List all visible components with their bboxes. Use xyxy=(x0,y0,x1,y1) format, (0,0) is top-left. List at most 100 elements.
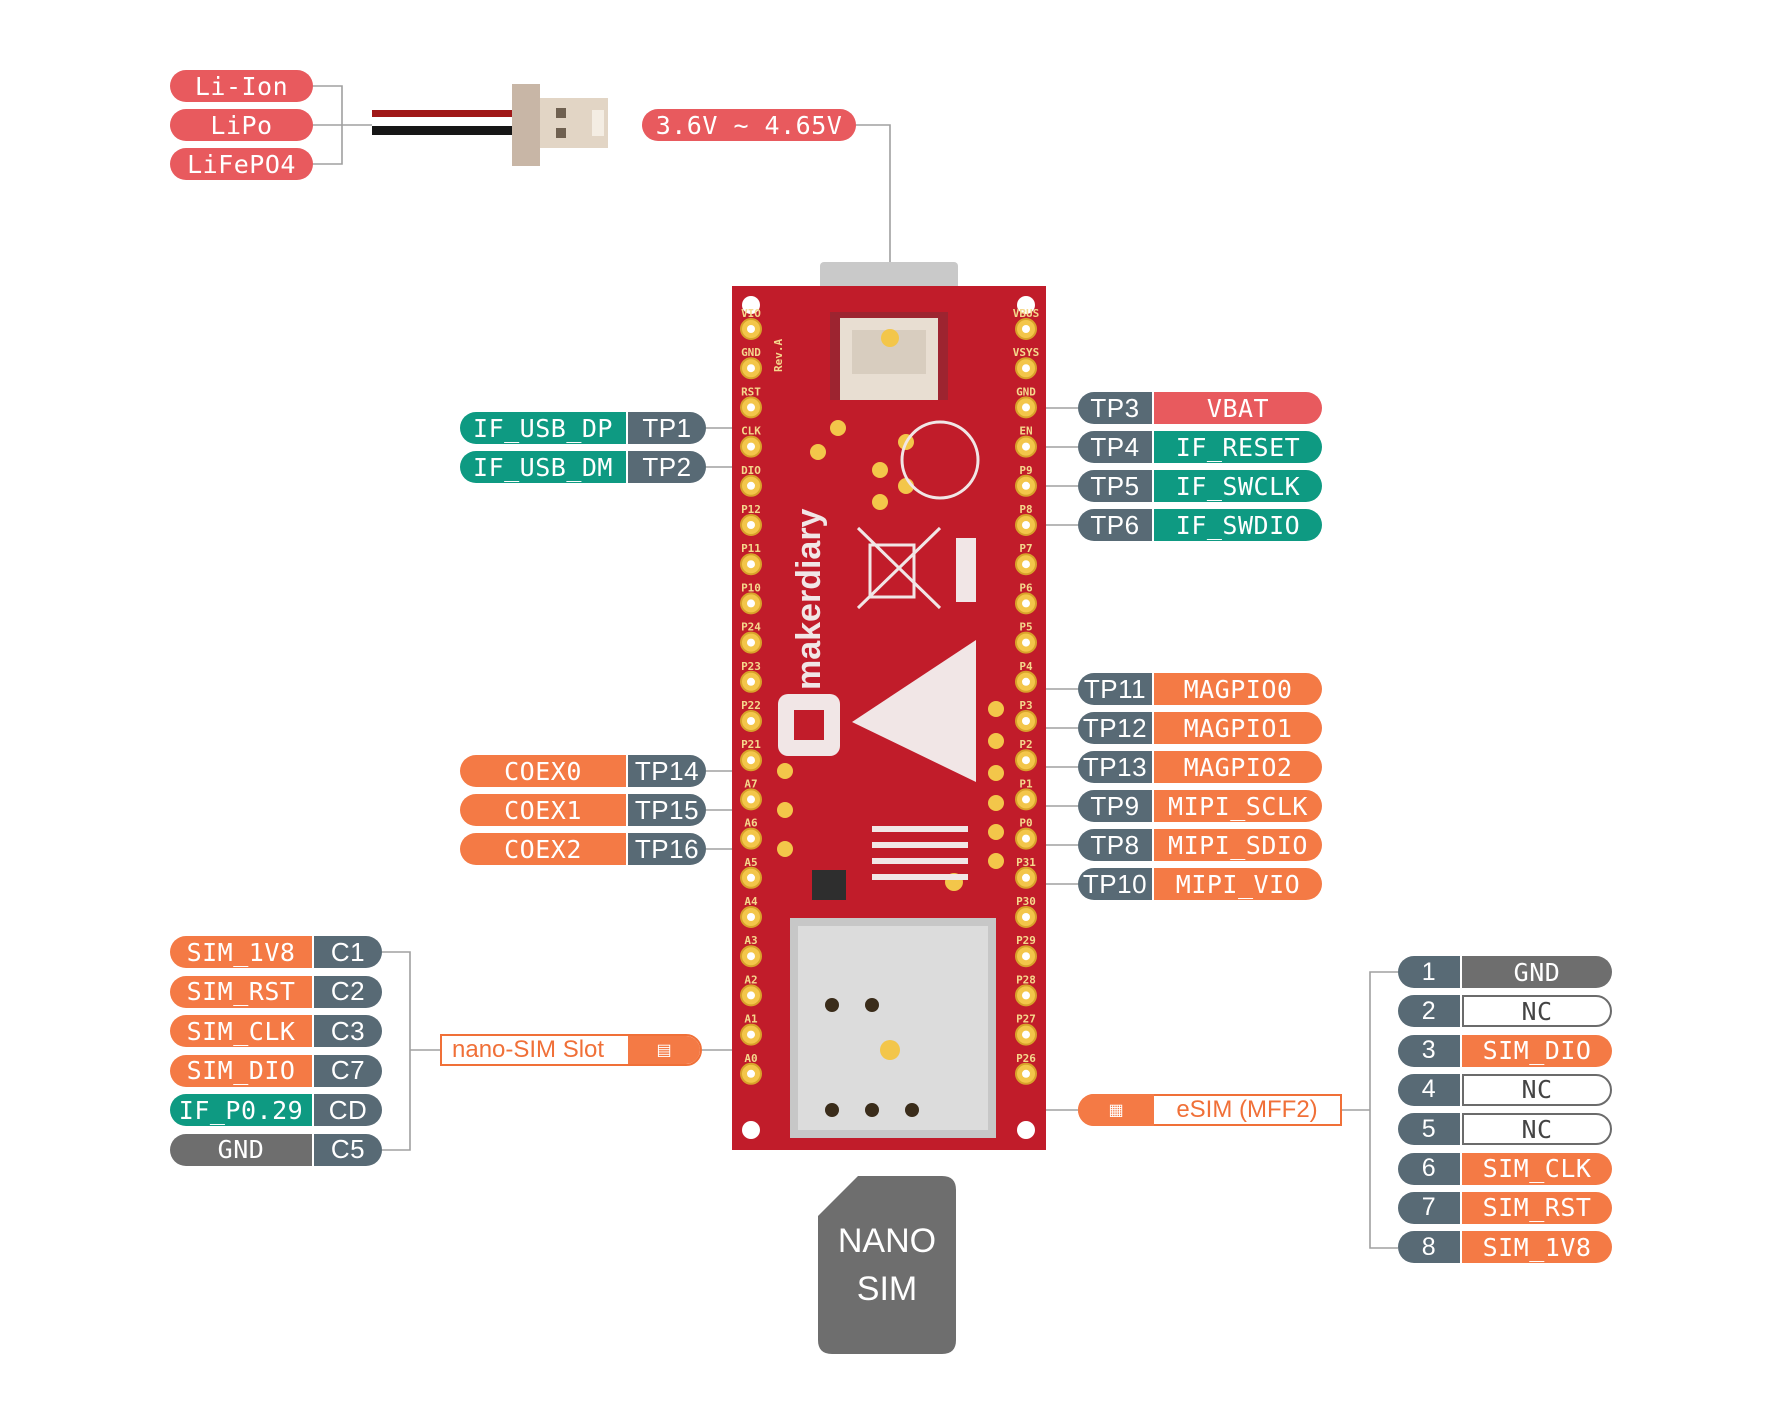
esim-pin-number: 7 xyxy=(1398,1191,1460,1224)
esim-pin-number: 1 xyxy=(1398,956,1460,988)
header-pad-hole xyxy=(747,756,755,765)
header-pad-hole xyxy=(747,325,755,333)
test-point-id: TP6 xyxy=(1078,509,1152,541)
header-pin-label: A5 xyxy=(744,856,757,869)
header-pad-hole xyxy=(747,795,755,804)
test-point-label: MAGPIO1 xyxy=(1154,712,1322,744)
sim-pin-id: C7 xyxy=(314,1054,382,1087)
header-pin-label: DIO xyxy=(741,464,761,477)
sim-pin-label: GND xyxy=(170,1133,312,1166)
header-pin-label: P10 xyxy=(741,581,761,594)
header-pin-label: VSYS xyxy=(1013,346,1040,359)
header-pin-label: P8 xyxy=(1019,503,1032,516)
header-pin-label: A0 xyxy=(744,1052,757,1065)
test-point-id: TP16 xyxy=(628,833,706,865)
header-pad-hole xyxy=(1022,325,1030,333)
header-pin-label: P3 xyxy=(1019,699,1032,712)
header-pad-hole xyxy=(747,560,755,569)
test-point-label: COEX2 xyxy=(460,833,626,865)
header-pin-label: A3 xyxy=(744,934,757,947)
test-point-id: TP8 xyxy=(1078,829,1152,861)
header-pad-hole xyxy=(1022,560,1030,569)
sim-pin-label: SIM_RST xyxy=(170,975,312,1008)
esim-chip-icon: ▦ xyxy=(1078,1094,1154,1126)
header-pin-label: VBUS xyxy=(1013,307,1040,320)
header-pin-label: P26 xyxy=(1016,1052,1036,1065)
sim-pin-label: SIM_CLK xyxy=(170,1015,312,1047)
header-pin-label: P1 xyxy=(1019,777,1033,790)
esim-pin-label: NC xyxy=(1462,1113,1612,1146)
header-pad-hole xyxy=(1022,834,1030,843)
sim-pin-label: SIM_1V8 xyxy=(170,936,312,968)
header-pin-label: P28 xyxy=(1016,973,1036,986)
header-pin-label: P22 xyxy=(741,699,761,712)
esim-pin-label: SIM_CLK xyxy=(1462,1152,1612,1185)
test-point-id: TP3 xyxy=(1078,392,1152,424)
test-point-id: TP13 xyxy=(1078,751,1152,783)
header-pad-hole xyxy=(1022,795,1030,804)
battery-cable xyxy=(372,84,608,166)
header-pin-label: P24 xyxy=(741,621,761,634)
header-pin-label: P12 xyxy=(741,503,761,516)
test-point-id: TP10 xyxy=(1078,868,1152,900)
test-point-label: COEX1 xyxy=(460,794,626,826)
sim-card-line2: SIM xyxy=(857,1270,917,1308)
test-point-label: IF_USB_DP xyxy=(460,412,626,444)
header-pad-hole xyxy=(747,521,755,529)
header-pad-hole xyxy=(747,717,755,725)
esim-pin-label: GND xyxy=(1462,956,1612,988)
test-point-label: IF_RESET xyxy=(1154,431,1322,463)
header-pin-label: A1 xyxy=(744,1013,758,1026)
test-point-label: COEX0 xyxy=(460,755,626,787)
header-pin-label: P9 xyxy=(1019,464,1032,477)
header-pad-hole xyxy=(747,873,755,882)
esim-pin-number: 2 xyxy=(1398,995,1460,1028)
test-point-label: IF_USB_DM xyxy=(460,451,626,483)
nano-sim-slot-label: nano-SIM Slot xyxy=(452,1036,605,1063)
header-pad-hole xyxy=(747,952,755,961)
header-pad-hole xyxy=(747,403,755,412)
header-pad-hole xyxy=(1022,952,1030,961)
test-point-id: TP12 xyxy=(1078,712,1152,744)
header-pad-hole xyxy=(1022,521,1030,529)
header-pin-label: P23 xyxy=(741,660,761,673)
header-pad-hole xyxy=(1022,873,1030,882)
header-pad-hole xyxy=(1022,1069,1030,1078)
header-pad-hole xyxy=(1022,403,1030,412)
test-point-id: TP9 xyxy=(1078,790,1152,822)
battery-voltage-range: 3.6V ~ 4.65V xyxy=(642,109,856,141)
test-point-id: TP4 xyxy=(1078,431,1152,463)
sim-pin-id: C5 xyxy=(314,1133,382,1166)
header-pad-hole xyxy=(1022,481,1030,490)
test-point-id: TP1 xyxy=(628,412,706,444)
header-pad-hole xyxy=(747,1069,755,1078)
test-point-label: MAGPIO0 xyxy=(1154,673,1322,705)
test-point-id: TP5 xyxy=(1078,470,1152,502)
header-pad-hole xyxy=(1022,1030,1030,1039)
test-point-id: TP11 xyxy=(1078,673,1152,705)
esim-pin-label: NC xyxy=(1462,995,1612,1028)
header-pad-hole xyxy=(1022,717,1030,725)
board-revision: Rev.A xyxy=(772,339,785,372)
nano-sim-card: NANO SIM xyxy=(818,1176,956,1354)
header-pad-hole xyxy=(1022,364,1030,373)
header-pad-hole xyxy=(1022,756,1030,765)
header-pad-hole xyxy=(747,991,755,1000)
header-pin-label: EN xyxy=(1019,425,1032,438)
test-point-id: TP14 xyxy=(628,755,706,787)
test-point-label: MIPI_SCLK xyxy=(1154,790,1322,822)
esim-pin-number: 8 xyxy=(1398,1231,1460,1264)
header-pad-hole xyxy=(1022,638,1030,647)
test-point-label: IF_SWCLK xyxy=(1154,470,1322,502)
esim-pin-label: SIM_1V8 xyxy=(1462,1231,1612,1264)
header-pin-label: P11 xyxy=(741,542,761,555)
header-pin-label: P30 xyxy=(1016,895,1036,908)
header-pad-hole xyxy=(747,913,755,921)
board: VIOGNDRSTCLKDIOP12P11P10P24P23P22P21A7A6… xyxy=(732,262,1046,1150)
sim-card-icon: ▤ xyxy=(628,1036,700,1064)
header-pad-hole xyxy=(747,677,755,686)
header-pin-label: P0 xyxy=(1019,817,1032,830)
sim-pin-label: SIM_DIO xyxy=(170,1054,312,1087)
